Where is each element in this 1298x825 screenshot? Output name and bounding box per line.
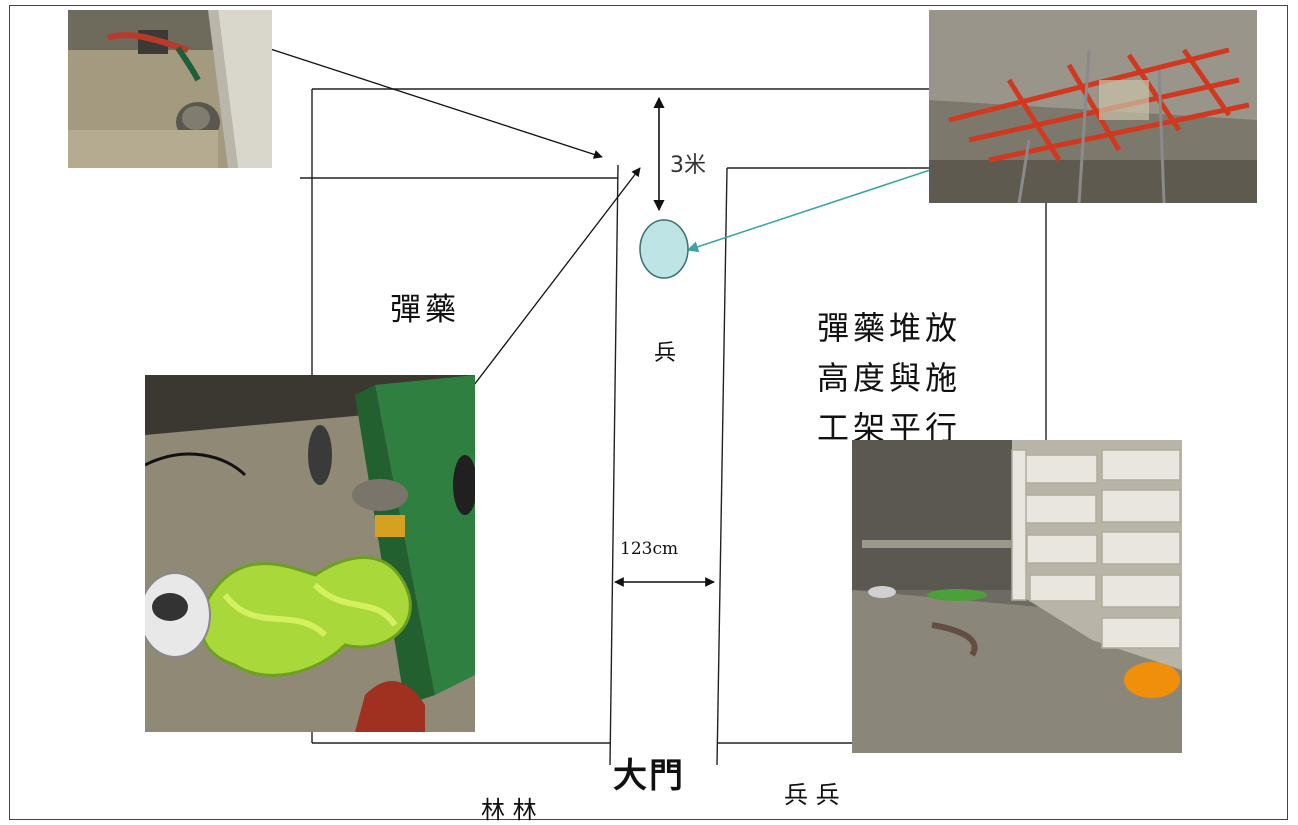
pointer-arrow-teal bbox=[686, 169, 931, 253]
pointer-arrow-top-left bbox=[254, 43, 603, 159]
red-scaffold-photo bbox=[929, 10, 1257, 203]
pointer-arrow-bottom-left bbox=[473, 167, 641, 386]
safety-harness-and-helmet-photo bbox=[145, 375, 475, 732]
ammo-right-label-line1: 彈藥堆放 bbox=[817, 309, 962, 347]
shoes-and-cable-photo bbox=[68, 10, 272, 168]
corridor-left-wall bbox=[609, 164, 619, 766]
soldier-center-label: 兵 bbox=[654, 341, 677, 366]
stacked-ammo-room-photo bbox=[852, 440, 1182, 753]
gate-label: 大門 bbox=[613, 756, 685, 796]
bottom-right-label: 兵 兵 bbox=[784, 781, 840, 809]
ammo-right-label-line2: 高度與施 bbox=[817, 359, 962, 397]
distance-label: 3米 bbox=[670, 153, 706, 178]
ammo-left-label: 彈藥 bbox=[390, 292, 460, 328]
width-measure-label: 123cm bbox=[620, 539, 679, 559]
bottom-left-label: 林 林 bbox=[481, 796, 537, 824]
corridor-right-wall bbox=[716, 167, 728, 766]
location-circle bbox=[639, 219, 689, 279]
